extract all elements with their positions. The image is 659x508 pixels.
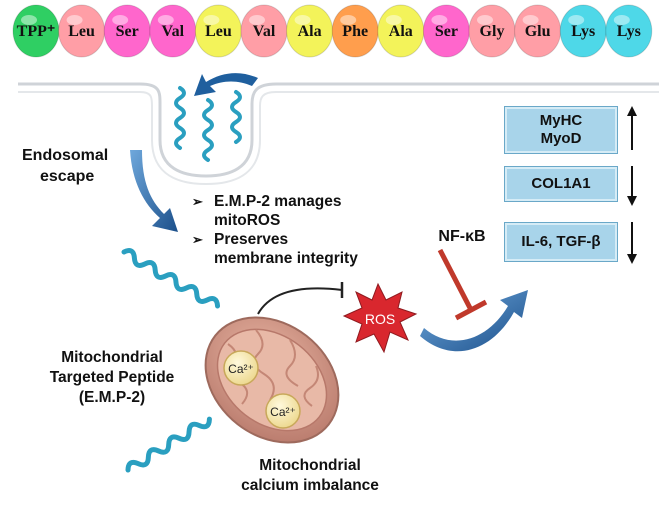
peptide-bead-highlight (340, 15, 357, 25)
peptide-bead-highlight (385, 15, 402, 25)
nfkb-inhibit-bar (454, 299, 488, 321)
peptide-chain: TPP⁺ Leu Ser Val Leu Val Ala Phe Ala Ser Gly Glu Lys… (12, 4, 653, 58)
peptide-bead-highlight (66, 15, 83, 25)
panel-il6-tgfb: IL-6, TGF-β (504, 222, 618, 262)
calcium-ion-label-2: Ca²⁺ (270, 405, 296, 419)
peptide-helix-upper (121, 248, 221, 309)
panel-myhc-myod: MyHC MyoD (504, 106, 618, 154)
peptide-bead: TPP⁺ (12, 4, 60, 58)
peptide-bead-highlight (568, 15, 585, 25)
cell-membrane (18, 82, 659, 178)
peptide-bead: Ser (422, 4, 470, 58)
effects-item-2-line1: Preserves (214, 231, 289, 248)
mitochondrion: Ca²⁺ Ca²⁺ (204, 316, 340, 444)
peptide-bead-label: Lys (617, 23, 641, 40)
peptide-bead-label: Lys (571, 23, 595, 40)
endosomal-label-line2: escape (40, 168, 94, 185)
peptide-bead-highlight (157, 15, 174, 25)
nfkb-inhibit-line (437, 248, 473, 310)
endosomal-escape-arrow (130, 150, 178, 232)
peptide-bead-label: TPP⁺ (17, 23, 56, 40)
calcium-ion-label-1: Ca²⁺ (228, 362, 254, 376)
peptide-bead-highlight (522, 15, 539, 25)
peptide-bead-highlight (294, 15, 311, 25)
peptide-bead-label: Val (162, 23, 185, 40)
effects-item-1: ➢ E.M.P-2 manages (192, 192, 358, 211)
cell-membrane-inner (18, 91, 659, 186)
peptide-label-line1: Mitochondrial (61, 349, 163, 366)
peptide-bead: Phe (331, 4, 379, 58)
peptide-bead: Lys (605, 4, 653, 58)
peptide-bead-label: Val (253, 23, 276, 40)
peptide-bead: Ala (286, 4, 334, 58)
peptide-bead-label: Ala (298, 23, 322, 40)
peptide-bead: Ser (103, 4, 151, 58)
effects-item-2: ➢ Preserves (192, 230, 358, 249)
ros-burst (342, 282, 418, 354)
peptide-bead-highlight (431, 15, 448, 25)
effects-item-1-line1: E.M.P-2 manages (214, 193, 342, 210)
peptide-bead: Lys (559, 4, 607, 58)
peptide-bead-highlight (477, 15, 493, 25)
peptide-bead-highlight (203, 15, 220, 25)
calcium-label-line1: Mitochondrial (259, 457, 361, 474)
bullet-marker: ➢ (192, 194, 203, 209)
panel-col1a1-label: COL1A1 (531, 175, 591, 192)
panel-il6-label: IL-6, TGF-β (521, 233, 601, 250)
peptide-bead: Leu (194, 4, 242, 58)
endosomal-label-line1: Endosomal (22, 147, 108, 164)
peptide-bead-highlight (21, 15, 37, 25)
peptide-bead-highlight (613, 15, 630, 25)
panel-myod-label: MyoD (540, 130, 582, 147)
peptide-bead: Gly (468, 4, 516, 58)
peptide-bead-label: Ala (389, 23, 413, 40)
calcium-ion-1 (223, 350, 259, 386)
effects-item-2-line2: membrane integrity (214, 250, 358, 267)
peptide-bead-shape (605, 4, 653, 58)
peptide-bead-label: Gly (480, 23, 505, 40)
calcium-label-line2: calcium imbalance (241, 477, 379, 494)
bullet-marker: ➢ (192, 232, 203, 247)
peptide-helix-lower (125, 416, 212, 473)
peptide-bead-label: Leu (205, 23, 232, 40)
peptide-bead-highlight (249, 15, 265, 25)
peptide-label-line2: Targeted Peptide (50, 369, 175, 386)
peptide-label-line3: (E.M.P-2) (79, 389, 145, 406)
panel-col1a1: COL1A1 (504, 166, 618, 202)
peptide-bead-label: Leu (68, 23, 95, 40)
peptide-bead-label: Glu (525, 23, 551, 40)
panel-myhc-label: MyHC (539, 112, 583, 129)
peptide-bead-label: Ser (435, 23, 458, 40)
peptide-bead-label: Ser (116, 23, 139, 40)
peptide-bead-highlight (112, 15, 129, 25)
mito-inhibit-curve (257, 287, 343, 315)
trend-arrow-il6-tgfb (627, 222, 637, 264)
peptide-bead: Val (240, 4, 288, 58)
ros-effect-arrow (420, 290, 528, 352)
effects-item-1-line2: mitoROS (214, 212, 281, 229)
ros-label: ROS (365, 311, 395, 327)
entry-arrow (194, 73, 258, 96)
peptide-bead: Ala (377, 4, 425, 58)
trend-arrow-myhc-myod (627, 106, 637, 150)
trend-arrow-col1a1 (627, 166, 637, 206)
nfkb-label: NF-κB (438, 228, 485, 245)
peptide-bead: Glu (514, 4, 562, 58)
peptide-bead: Leu (58, 4, 106, 58)
calcium-ion-2 (265, 393, 301, 429)
effects-list: ➢ E.M.P-2 manages mitoROS ➢ Preserves me… (192, 192, 358, 268)
peptide-bead: Val (149, 4, 197, 58)
peptide-bead-label: Phe (342, 23, 368, 40)
endosome-helices (174, 86, 242, 162)
